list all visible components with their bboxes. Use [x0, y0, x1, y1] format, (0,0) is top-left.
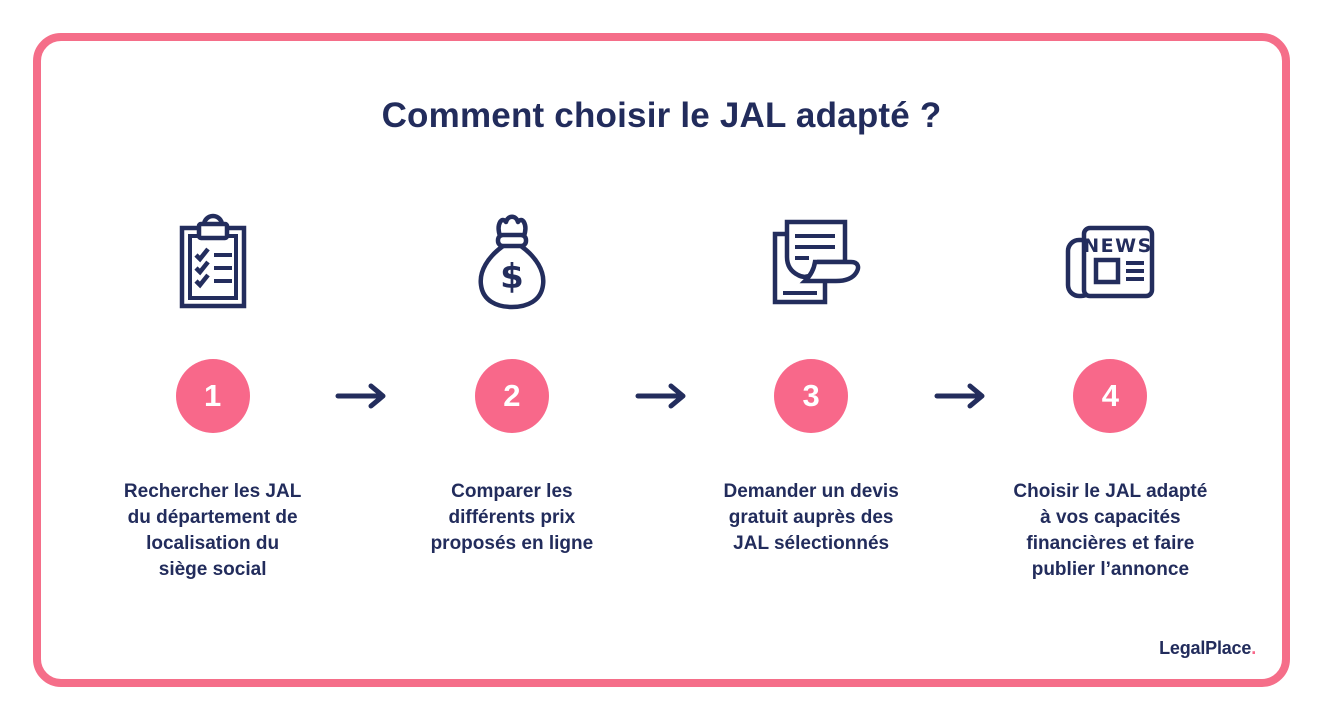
- step-3-text-cell: Demander un devis gratuit auprès des JAL…: [692, 471, 931, 583]
- dollar-symbol: $: [500, 257, 524, 297]
- step-1-text-cell: Rechercher les JAL du département de loc…: [93, 471, 332, 583]
- money-bag-icon: $: [478, 214, 546, 310]
- step-3-icon-cell: [692, 201, 931, 321]
- step-4-icon-cell: NEWS: [991, 201, 1230, 321]
- step-number: 4: [1101, 378, 1119, 413]
- arrow-right-icon: [934, 383, 985, 409]
- step-description: Choisir le JAL adapté à vos capacités fi…: [1013, 481, 1208, 580]
- step-number: 1: [204, 378, 222, 413]
- arrow-3-cell: [931, 321, 991, 471]
- quote-document-icon: [772, 219, 861, 304]
- step-2-text-cell: Comparer les différents prix proposés en…: [392, 471, 631, 583]
- brand-name: LegalPlace: [1159, 638, 1252, 658]
- step-1-icon-cell: [93, 201, 332, 321]
- clipboard-checklist-icon: [179, 213, 246, 309]
- newspaper-icon: NEWS: [1066, 225, 1155, 299]
- step-number-badge: 2: [474, 359, 549, 433]
- step-1-circle-cell: 1: [93, 321, 332, 471]
- arrow-2-cell: [632, 321, 692, 471]
- step-number-badge: 1: [175, 359, 250, 433]
- step-2-icon-cell: $: [392, 201, 631, 321]
- step-4-circle-cell: 4: [991, 321, 1230, 471]
- step-number-badge: 4: [1073, 359, 1148, 433]
- step-number-badge: 3: [774, 359, 849, 433]
- step-2-circle-cell: 2: [392, 321, 631, 471]
- step-3-circle-cell: 3: [692, 321, 931, 471]
- page-title: Comment choisir le JAL adapté ?: [381, 96, 942, 135]
- step-description: Comparer les différents prix proposés en…: [430, 481, 594, 554]
- news-label: NEWS: [1084, 235, 1154, 257]
- step-number: 3: [802, 378, 820, 413]
- steps-grid: $: [41, 201, 1282, 583]
- step-number: 2: [503, 378, 521, 413]
- arrow-right-icon: [335, 383, 386, 409]
- step-4-text-cell: Choisir le JAL adapté à vos capacités fi…: [991, 471, 1230, 583]
- brand-dot: .: [1251, 638, 1256, 658]
- brand-logo: LegalPlace.: [1159, 638, 1256, 659]
- step-description: Demander un devis gratuit auprès des JAL…: [723, 481, 899, 554]
- infographic-card: Comment choisir le JAL adapté ?: [33, 33, 1290, 687]
- arrow-right-icon: [635, 383, 685, 409]
- step-description: Rechercher les JAL du département de loc…: [123, 481, 302, 580]
- arrow-1-cell: [332, 321, 392, 471]
